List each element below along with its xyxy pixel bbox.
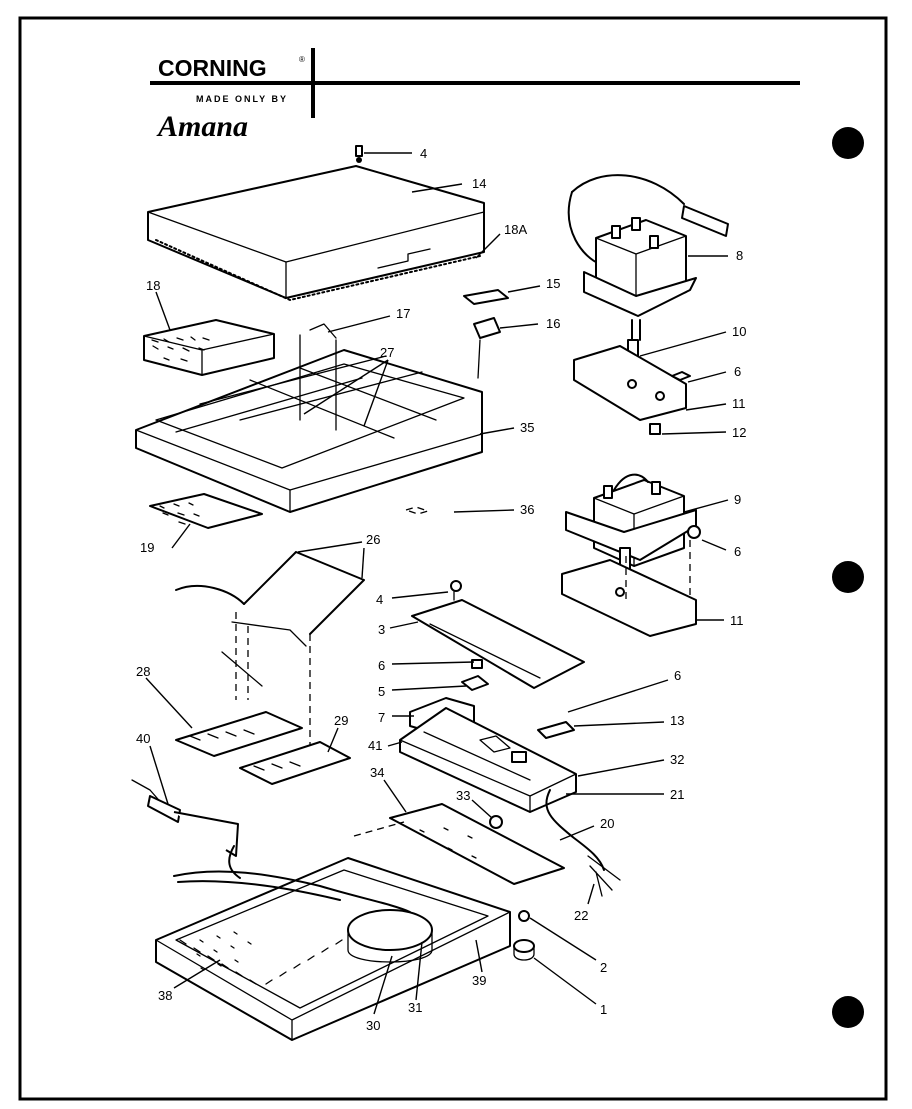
callout-8: 8 (736, 248, 743, 263)
callout-1: 1 (600, 1002, 607, 1017)
callout-18: 18 (146, 278, 160, 293)
callout-36: 36 (520, 502, 534, 517)
callout-5: 5 (378, 684, 385, 699)
callout-16: 16 (546, 316, 560, 331)
maker-name: Amana (156, 110, 248, 143)
bracket-40 (131, 779, 239, 857)
callout-31: 31 (408, 1000, 422, 1015)
callout-39: 39 (472, 973, 486, 988)
oven-base-tray (155, 845, 535, 1041)
callout-9: 9 (734, 492, 741, 507)
binder-hole-bottom (832, 996, 864, 1028)
callout-35: 35 (520, 420, 534, 435)
callout-41: 41 (368, 738, 382, 753)
callout-6d: 6 (674, 668, 681, 683)
callout-11b: 11 (730, 613, 744, 628)
callout-6a: 6 (734, 364, 741, 379)
callout-30: 30 (366, 1018, 380, 1033)
callout-33: 33 (456, 788, 470, 803)
callout-6c: 6 (378, 658, 385, 673)
base-frame (135, 349, 483, 515)
callout-3: 3 (378, 622, 385, 637)
page-border (18, 16, 888, 1101)
small-brackets (299, 289, 509, 431)
callout-32: 32 (670, 752, 684, 767)
callout-12: 12 (732, 425, 746, 440)
top-cover-assembly (147, 145, 485, 301)
callout-20: 20 (600, 816, 614, 831)
callout-26: 26 (366, 532, 380, 547)
callout-21: 21 (670, 787, 684, 802)
callout-34: 34 (370, 765, 384, 780)
wire-arms (175, 551, 365, 760)
callout-28: 28 (136, 664, 150, 679)
callout-22: 22 (574, 908, 588, 923)
brand-name: CORNING (158, 55, 267, 81)
callout-38: 38 (158, 988, 172, 1003)
thermostat-8 (567, 174, 729, 435)
callout-18a: 18A (504, 222, 527, 237)
callout-14: 14 (472, 176, 486, 191)
callout-15: 15 (546, 276, 560, 291)
callout-11a: 11 (732, 396, 746, 411)
control-panel-assembly (399, 580, 621, 897)
filter-block (143, 319, 275, 376)
registered-mark: ® (299, 55, 305, 64)
corning-amana-logo: CORNING ® MADE ONLY BY Amana (150, 48, 800, 143)
thermostat-9 (561, 473, 701, 637)
callout-6b: 6 (734, 544, 741, 559)
callout-17: 17 (396, 306, 410, 321)
brand-subtitle: MADE ONLY BY (196, 94, 288, 104)
callout-2: 2 (600, 960, 607, 975)
callout-layer: 4 14 18A 18 15 17 16 27 35 36 19 8 10 6 … (136, 146, 746, 1033)
callout-19: 19 (140, 540, 154, 555)
callout-29: 29 (334, 713, 348, 728)
callout-27: 27 (380, 345, 394, 360)
callout-40: 40 (136, 731, 150, 746)
pad-19 (149, 493, 263, 529)
heater-elements (175, 711, 351, 785)
plate-34 (353, 803, 565, 885)
callout-10: 10 (732, 324, 746, 339)
callout-4b: 4 (376, 592, 383, 607)
callout-4: 4 (420, 146, 427, 161)
binder-hole-top (832, 127, 864, 159)
binder-hole-middle (832, 561, 864, 593)
callout-7: 7 (378, 710, 385, 725)
callout-13: 13 (670, 713, 684, 728)
